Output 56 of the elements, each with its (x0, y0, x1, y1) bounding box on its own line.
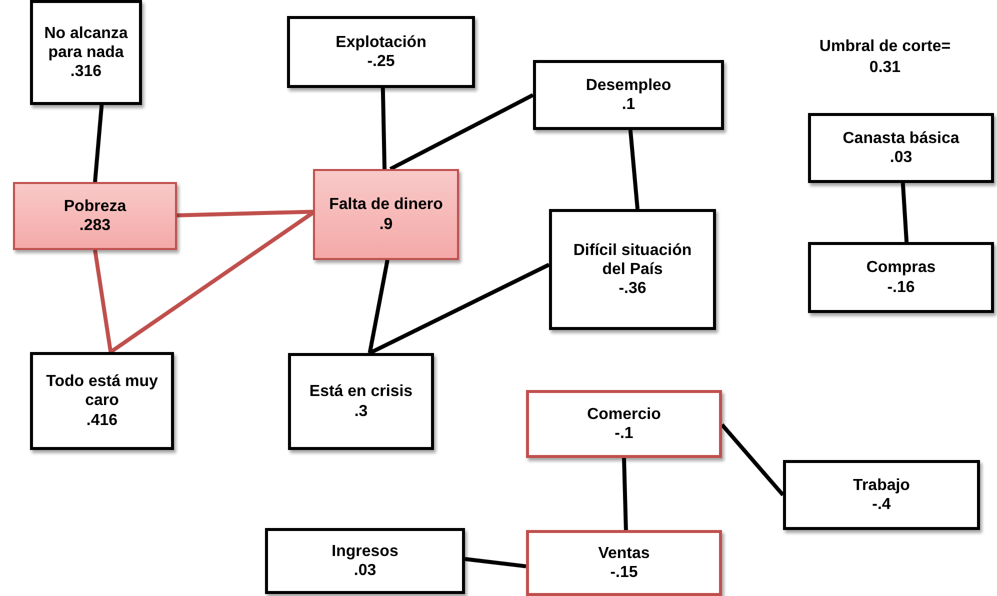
node-label: Todo está muy caro (45, 372, 159, 411)
node-label: Falta de dinero (329, 195, 443, 214)
connector-line (622, 458, 628, 530)
node-box (808, 242, 994, 313)
node-value: -.15 (610, 563, 638, 582)
node-label: Desempleo (586, 76, 672, 95)
node-label: Ventas (598, 544, 650, 563)
connector-line (176, 210, 314, 218)
connector-line (900, 182, 909, 242)
node-label: Está en crisis (309, 382, 413, 402)
node-label: Difícil situación del País (572, 240, 693, 280)
connector-line (720, 423, 784, 496)
node-value: .283 (79, 216, 111, 236)
threshold-note: Umbral de corte= 0.31 (818, 37, 952, 78)
node-box (783, 460, 980, 530)
node-box (30, 352, 174, 450)
node-value: .03 (890, 148, 912, 168)
connector-line (110, 211, 314, 354)
node-box (549, 209, 716, 330)
connector-line (93, 104, 104, 182)
node-label: Ingresos (332, 542, 398, 561)
node-box (288, 353, 434, 450)
node-box (30, 0, 142, 105)
node-value: .3 (354, 402, 368, 421)
node-label: Pobreza (64, 196, 126, 216)
node-label: Compras (866, 258, 936, 278)
node-box (287, 16, 475, 88)
connector-line (628, 130, 640, 210)
connector-line (380, 88, 387, 170)
node-box (313, 169, 459, 260)
node-box (808, 113, 994, 183)
connector-line (368, 260, 390, 354)
node-value: .9 (379, 214, 393, 234)
node-label: Explotación (336, 32, 426, 52)
connector-line (464, 557, 526, 568)
node-box (526, 530, 722, 596)
node-label: No alcanza para nada (43, 24, 129, 62)
node-value: -.25 (367, 52, 395, 72)
node-value: .416 (86, 410, 118, 430)
connector-line (368, 262, 550, 355)
node-value: -.4 (872, 495, 891, 514)
node-value: .03 (354, 561, 376, 580)
connector-line (93, 250, 113, 352)
node-value: -.36 (618, 279, 646, 298)
node-label: Comercio (587, 404, 661, 424)
node-value: -.1 (614, 424, 634, 444)
connector-line (389, 93, 534, 171)
node-box (526, 390, 722, 458)
node-label: Trabajo (853, 476, 910, 495)
node-value: .1 (622, 95, 636, 114)
node-label: Canasta básica (842, 128, 960, 148)
node-value: .316 (70, 62, 102, 82)
node-box (265, 528, 465, 594)
node-box (13, 182, 177, 250)
node-value: -.16 (887, 278, 915, 297)
node-box (533, 60, 724, 130)
